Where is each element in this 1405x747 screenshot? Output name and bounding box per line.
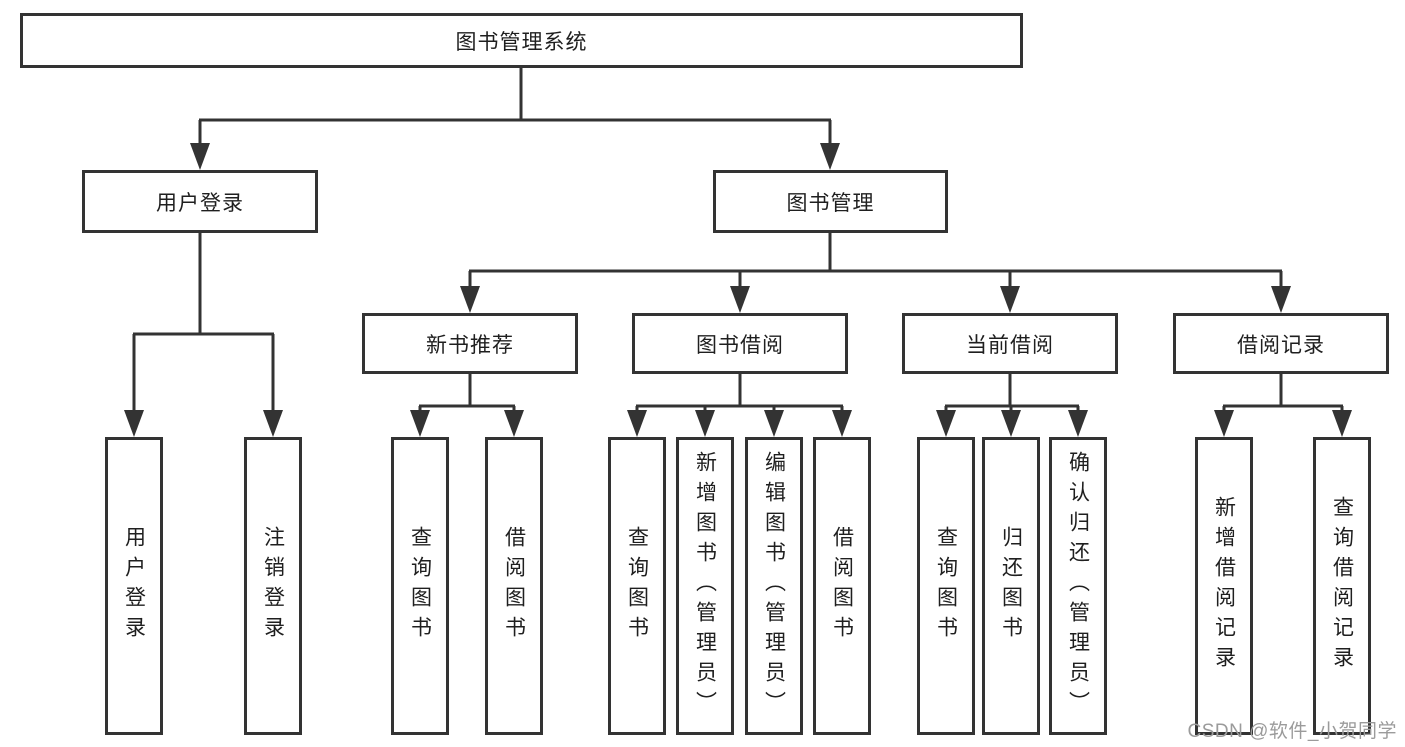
leaf-borrow-books-recommend: 借阅图书 xyxy=(485,437,543,735)
node-book-borrowing: 图书借阅 xyxy=(632,313,848,374)
leaf-label: 新增借阅记录 xyxy=(1212,496,1236,676)
leaf-label: 编辑图书（管理员） xyxy=(762,451,786,721)
leaf-label: 新增图书（管理员） xyxy=(693,451,717,721)
node-label: 当前借阅 xyxy=(966,333,1054,357)
leaf-label: 查询图书 xyxy=(934,526,958,646)
node-user-login: 用户登录 xyxy=(82,170,318,233)
node-new-book-recommend: 新书推荐 xyxy=(362,313,578,374)
leaf-label: 确认归还（管理员） xyxy=(1066,451,1090,721)
leaf-label: 查询图书 xyxy=(625,526,649,646)
leaf-label: 查询借阅记录 xyxy=(1330,496,1354,676)
leaf-label: 查询图书 xyxy=(408,526,432,646)
leaf-return-books: 归还图书 xyxy=(982,437,1040,735)
leaf-edit-books-admin: 编辑图书（管理员） xyxy=(745,437,803,735)
node-label: 用户登录 xyxy=(156,191,244,215)
leaf-label: 注销登录 xyxy=(261,526,285,646)
leaf-logout-login: 注销登录 xyxy=(244,437,302,735)
leaf-label: 归还图书 xyxy=(999,526,1023,646)
leaf-add-books-admin: 新增图书（管理员） xyxy=(676,437,734,735)
node-library-management-system: 图书管理系统 xyxy=(20,13,1023,68)
node-book-management: 图书管理 xyxy=(713,170,948,233)
leaf-label: 借阅图书 xyxy=(830,526,854,646)
csdn-watermark: CSDN @软件_小贺同学 xyxy=(1187,721,1397,742)
leaf-query-books-current: 查询图书 xyxy=(917,437,975,735)
node-label: 图书借阅 xyxy=(696,333,784,357)
leaf-query-borrow-record: 查询借阅记录 xyxy=(1313,437,1371,735)
leaf-label: 借阅图书 xyxy=(502,526,526,646)
leaf-query-books-recommend: 查询图书 xyxy=(391,437,449,735)
leaf-user-login: 用户登录 xyxy=(105,437,163,735)
node-label: 新书推荐 xyxy=(426,333,514,357)
leaf-add-borrow-record: 新增借阅记录 xyxy=(1195,437,1253,735)
node-label: 图书管理系统 xyxy=(455,30,588,54)
node-borrowing-records: 借阅记录 xyxy=(1173,313,1389,374)
node-label: 图书管理 xyxy=(786,191,875,215)
leaf-borrow-books: 借阅图书 xyxy=(813,437,871,735)
leaf-query-books-borrow: 查询图书 xyxy=(608,437,666,735)
leaf-confirm-return-admin: 确认归还（管理员） xyxy=(1049,437,1107,735)
leaf-label: 用户登录 xyxy=(122,526,146,646)
node-label: 借阅记录 xyxy=(1237,333,1325,357)
node-current-borrowing: 当前借阅 xyxy=(902,313,1118,374)
